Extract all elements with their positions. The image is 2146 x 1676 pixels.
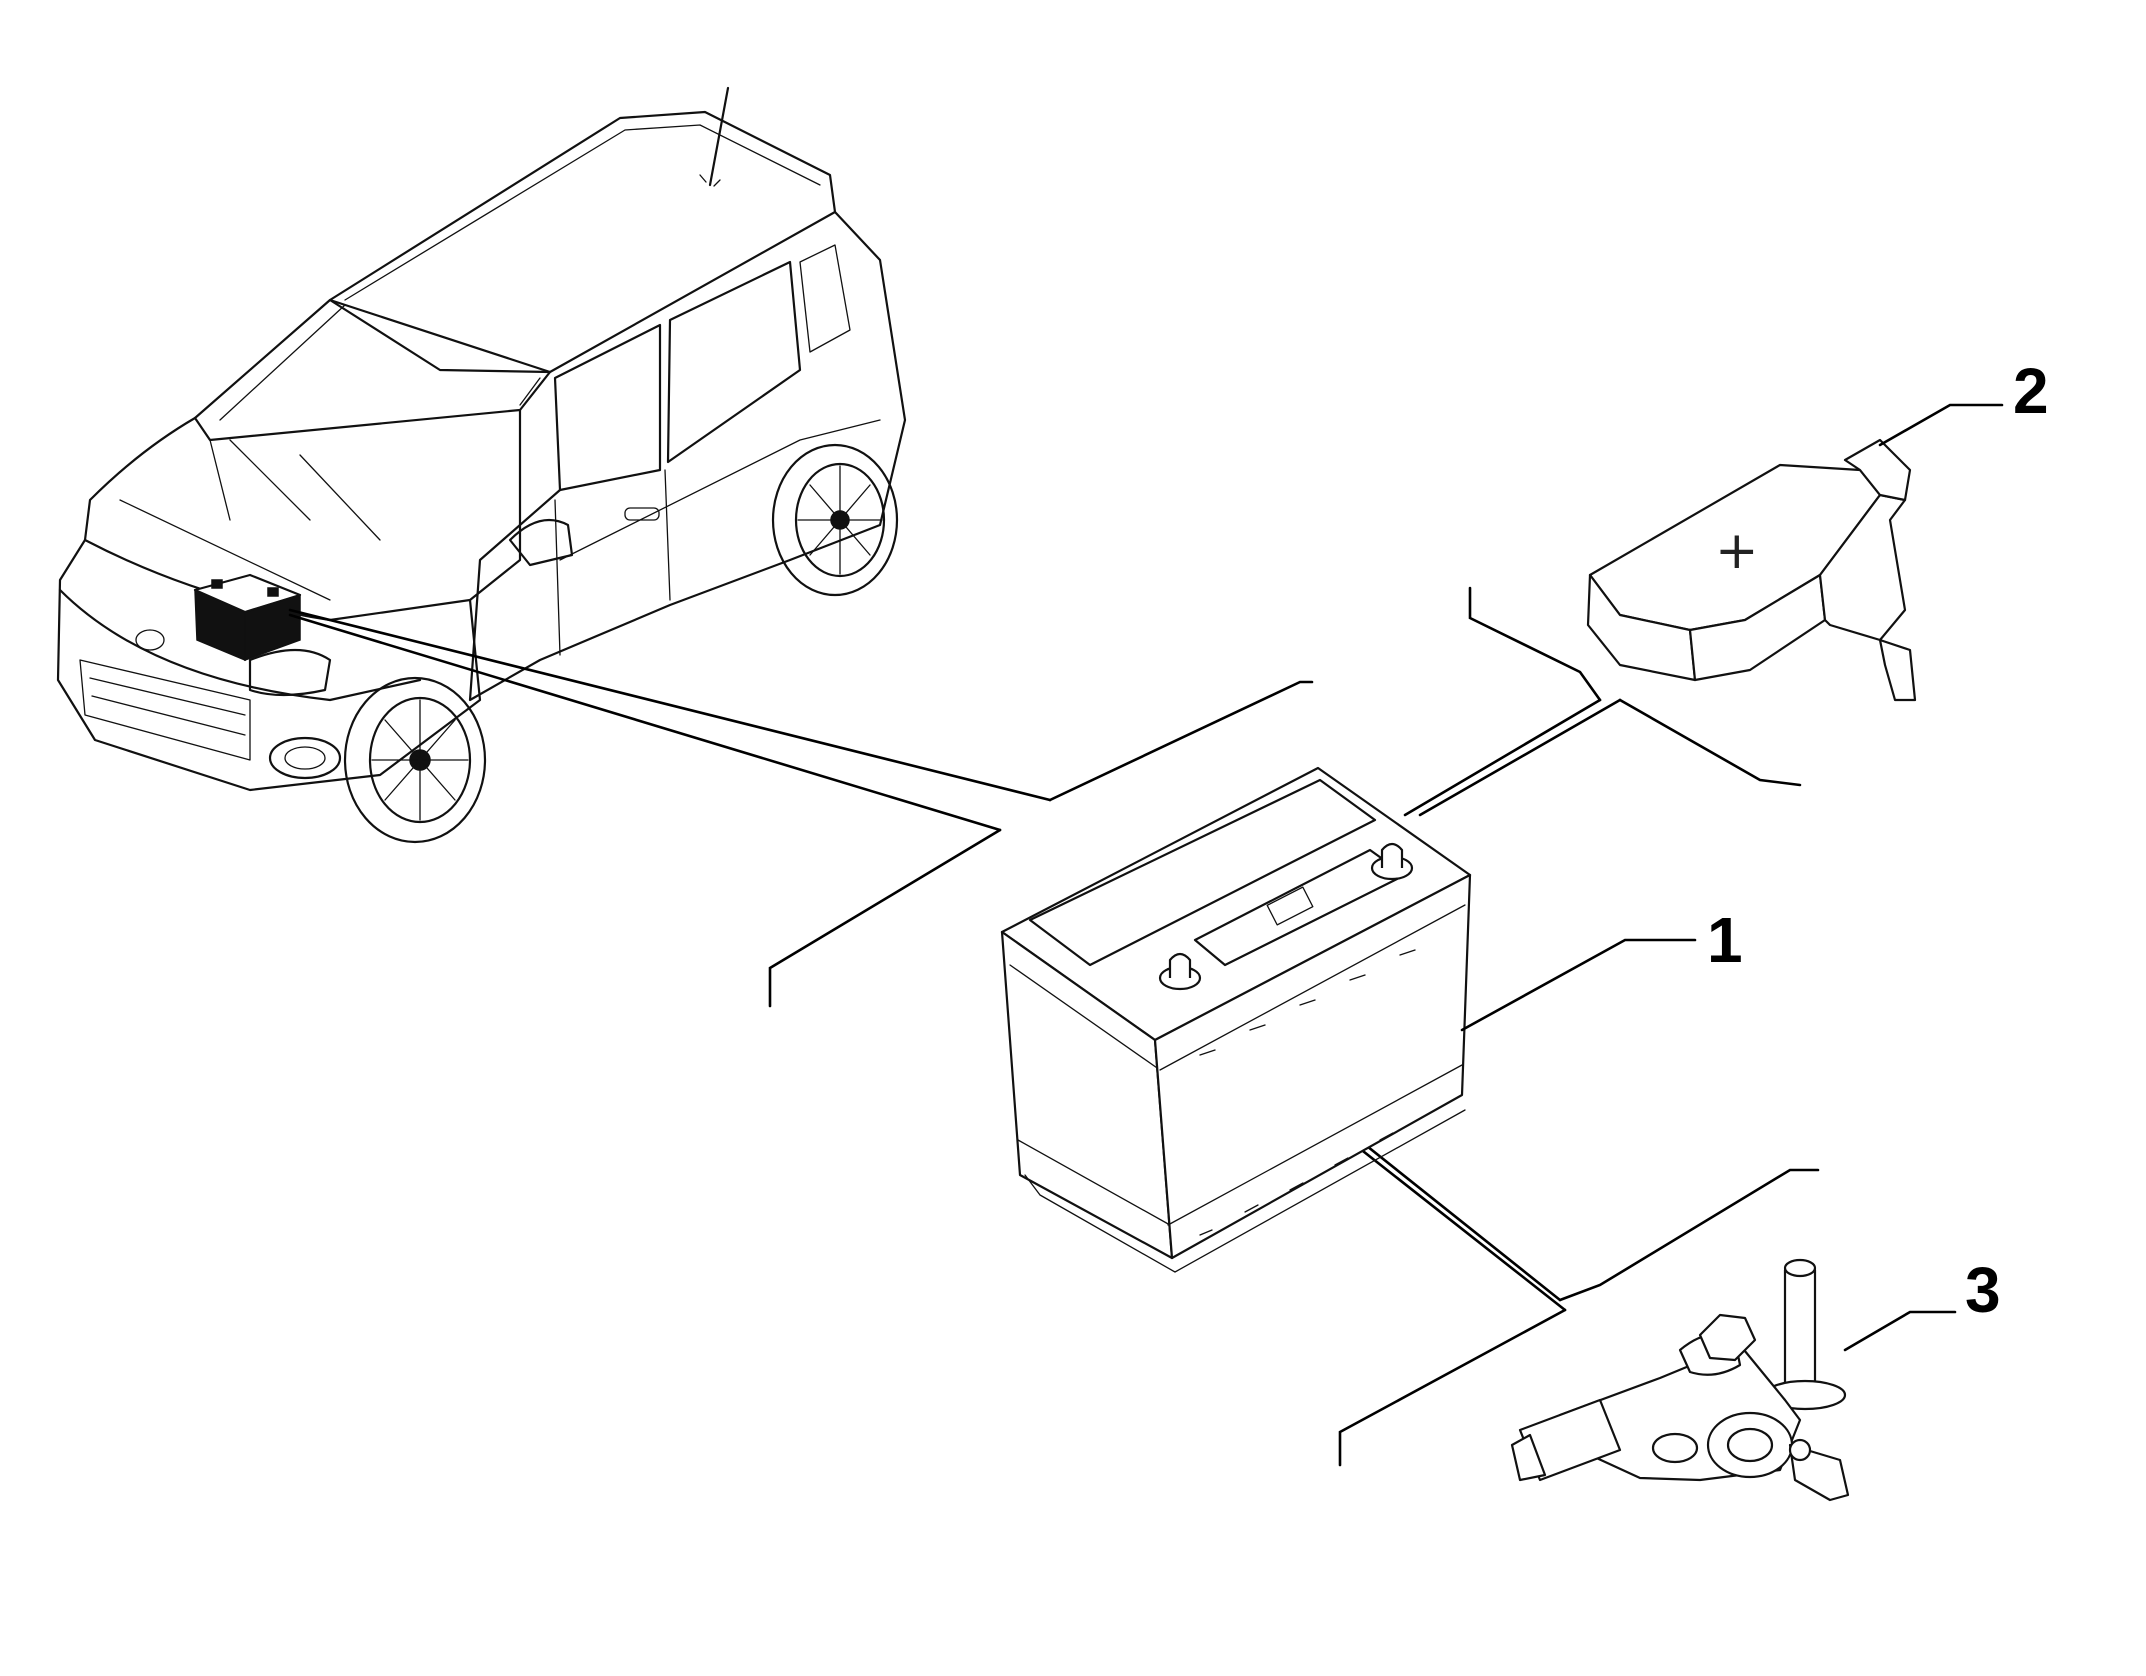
callout-3: 3 (1843, 1254, 2001, 1352)
plus-symbol: + (1715, 521, 1759, 581)
callout-number: 2 (2013, 355, 2049, 427)
leader-lines (288, 586, 1820, 1467)
car-illustration (56, 86, 907, 844)
callout-number: 1 (1707, 904, 1743, 976)
callout-1: 1 (1460, 904, 1743, 1032)
negative-terminal-clamp (1510, 1258, 1850, 1502)
battery-location-marker (193, 573, 302, 662)
callout-2: 2 (1878, 355, 2049, 447)
battery (1000, 766, 1472, 1273)
callout-number: 3 (1965, 1254, 2001, 1326)
positive-terminal-cover: + (1586, 438, 1917, 702)
